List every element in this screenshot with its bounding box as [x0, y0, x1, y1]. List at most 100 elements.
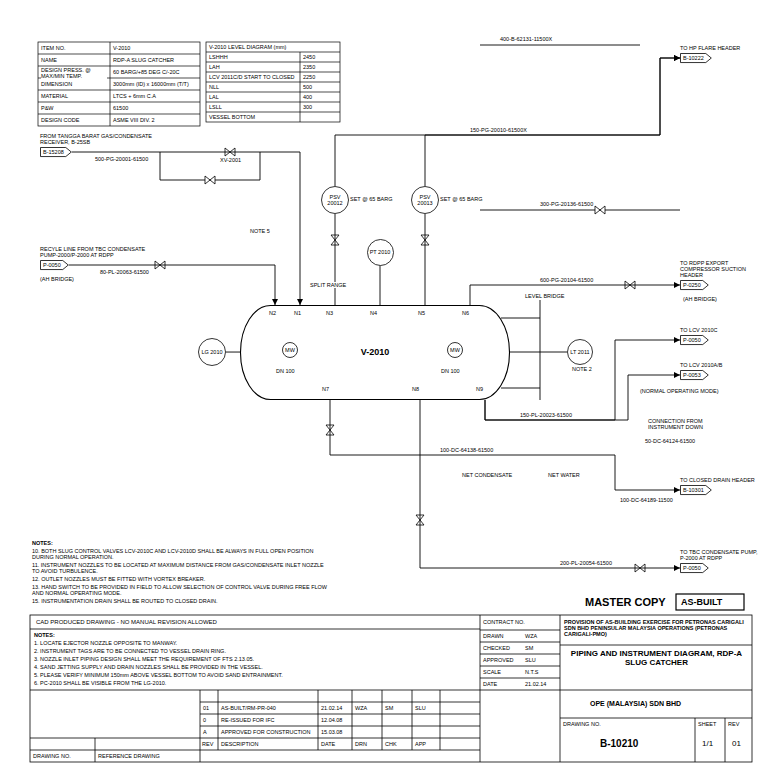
label-text: DIMENSION — [41, 81, 107, 87]
label-text: 21.02.14 — [525, 681, 546, 687]
label-text: 11. INSTRUMENT NOZZLES TO BE LOCATED AT … — [32, 562, 327, 574]
label-text: V-2010 — [113, 45, 197, 51]
tag-text: P-0050 — [40, 260, 69, 270]
label-text: MASTER COPY — [585, 596, 666, 608]
bubble-circle — [367, 239, 393, 265]
valve-symbol — [205, 176, 215, 184]
pipe-connector — [335, 214, 336, 305]
label-text: 6. PC-2010 SHALL BE VISIBLE FROM THE LG-… — [34, 680, 474, 686]
label-text: DATE — [321, 741, 335, 747]
tag-text: MW — [285, 347, 295, 353]
offpage-connector: TO LCV 2010CP-0050 — [680, 335, 709, 345]
label-text: XV-2001 — [220, 157, 241, 163]
line-number: 150-PG-20010-61500X — [470, 127, 527, 133]
pipe-connector — [510, 352, 567, 353]
tag-text: P-0050 — [680, 335, 709, 345]
label-text: 5. PLEASE VERIFY MINIMUM 150mm ABOVE VES… — [34, 672, 474, 678]
offpage-arrow — [41, 260, 69, 269]
label-text: N3 — [326, 310, 333, 316]
label-text: SLU — [415, 705, 426, 711]
label-text: 15. INSTRUMENTATION DRAIN SHALL BE ROUTE… — [32, 598, 327, 604]
label-text: (AH BRIDGE) — [40, 276, 74, 282]
bubble-circle — [412, 187, 439, 214]
tag-text: P-0053 — [680, 370, 709, 380]
label-text: P&W — [41, 105, 107, 111]
label-text: WZA — [355, 705, 367, 711]
label-text: AS-BUILT — [681, 598, 722, 608]
label-text: SET @ 65 BARG — [350, 196, 392, 202]
label-text: 50-DC-64124-61500 — [645, 438, 695, 444]
label-text: 15.03.08 — [321, 729, 342, 735]
pipe-connector — [72, 152, 300, 305]
label-text: 60 BARG/+85 DEG C/-20C — [113, 69, 197, 75]
instrument-bubble: PSV 20013 — [411, 186, 439, 214]
label-text: 21.02.14 — [321, 705, 342, 711]
label-text: V-2010 LEVEL DIAGRAM (mm) — [209, 44, 337, 50]
label-text: LAH — [209, 64, 297, 70]
label-text: DN 100 — [276, 368, 295, 374]
label-text: ITEM NO. — [41, 45, 107, 51]
label-text: PROVISION OF AS-BUILDING EXERCISE FOR PE… — [564, 619, 749, 637]
tag-text: LG 2010 — [201, 349, 222, 355]
label-text: REV — [202, 741, 213, 747]
label-text: N2 — [269, 310, 276, 316]
label-text: LSHHH — [209, 54, 297, 60]
label-text: WZA — [525, 633, 537, 639]
label-text: DRAWING NO. — [563, 721, 601, 727]
label-text: CONNECTION FROM INSTRUMENT DOWN — [648, 418, 718, 430]
label-text: N4 — [370, 310, 377, 316]
offpage-connector: TO LCV 2010A/BP-0053 — [680, 370, 709, 380]
label-text: A — [203, 729, 207, 735]
connector-heading: TO CLOSED DRAIN HEADER — [680, 477, 758, 483]
bubble-circle — [199, 339, 226, 366]
pipe-connector — [425, 58, 680, 186]
tag-text: B-10222 — [680, 53, 712, 63]
label-text: SPLIT RANGE — [310, 282, 346, 288]
label-text: 01 — [732, 740, 741, 749]
label-text: 2. INSTRUMENT TAGS ARE TO BE CONNECTED T… — [34, 648, 474, 654]
label-text: 10. BOTH SLUG CONTROL VALVES LCV-2010C A… — [32, 548, 327, 560]
offpage-connector: FROM TANGGA BARAT GAS/CONDENSATE RECEIVE… — [40, 147, 72, 157]
label-text: 300 — [303, 104, 337, 110]
label-text: APP — [415, 741, 426, 747]
label-text: 100-DC-64189-11500 — [620, 497, 673, 503]
label-text: LSLL — [209, 104, 297, 110]
offpage-arrow — [681, 53, 712, 62]
table-grid — [206, 52, 340, 122]
label-text: LTCS + 6mm C.A — [113, 93, 197, 99]
label-text: 1. LOCATE EJECTOR NOZZLE OPPOSITE TO MAN… — [34, 640, 474, 646]
label-text: 1/1 — [702, 740, 713, 749]
title-block — [30, 615, 752, 762]
label-text: NOTE 2 — [572, 366, 592, 372]
tag-text: LT 2011 — [570, 349, 589, 355]
label-text: CHK — [385, 741, 397, 747]
label-text: DRN — [355, 741, 367, 747]
tag-text: B-15208 — [40, 147, 72, 157]
label-text: SM — [385, 705, 393, 711]
pipe-connector — [335, 58, 680, 186]
label-text: 2350 — [303, 64, 337, 70]
connector-heading: TO HP FLARE HEADER — [680, 45, 758, 51]
label-text: 400-B-62131-11500X — [500, 36, 552, 42]
tag-text: P-0250 — [680, 280, 709, 290]
label-text: 2450 — [303, 54, 337, 60]
label-text: APPROVED — [483, 657, 514, 663]
pipe-connector — [330, 400, 680, 490]
instrument-bubble: LT 2011 — [567, 339, 593, 365]
pipe-connector — [69, 265, 275, 305]
label-text: N6 — [462, 310, 469, 316]
pipe-connector — [425, 214, 426, 305]
instrument-bubble: PT 2010 — [367, 239, 394, 266]
connector-heading: TO LCV 2010A/B — [680, 362, 758, 368]
label-text: NET CONDENSATE — [462, 472, 512, 478]
label-text: 3000mm (ID) x 16000mm (T/T) — [113, 81, 199, 87]
instrument-bubble: LG 2010 — [198, 338, 226, 366]
title-block-grid — [30, 615, 752, 762]
offpage-connector: TO TBC CONDENSATE PUMP, P-2000 AT RDPPP-… — [680, 563, 709, 573]
label-text: ASME VIII DIV. 2 — [113, 117, 197, 123]
label-text: OPE (MALAYSIA) SDN BHD — [590, 700, 681, 708]
label-text: NOTE 5 — [250, 228, 270, 234]
label-text: REV — [728, 721, 739, 727]
instrument-bubble: PSV 20012 — [321, 186, 349, 214]
tag-text: MW — [450, 347, 460, 353]
